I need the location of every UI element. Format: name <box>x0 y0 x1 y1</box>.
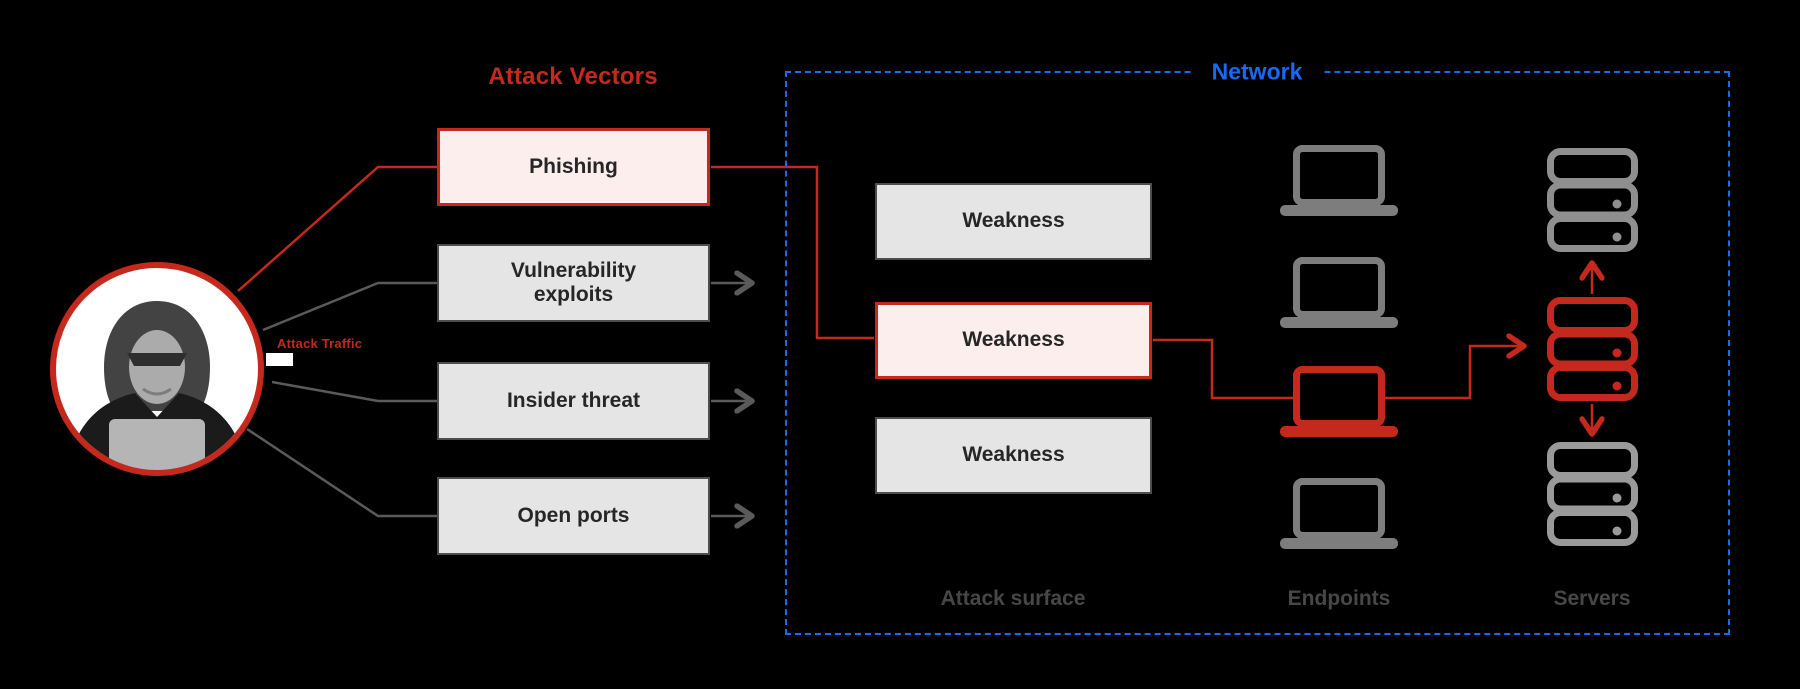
endpoint-laptop-3-compromised <box>1280 366 1398 438</box>
attack-traffic-label: Attack Traffic <box>277 336 363 351</box>
weakness-box-1: Weakness <box>875 183 1152 260</box>
vector-box-phishing-label: Phishing <box>529 154 618 178</box>
connector-attacker-vuln <box>262 281 437 332</box>
vector-box-open-ports: Open ports <box>437 477 710 555</box>
laptop-icon <box>1280 257 1398 328</box>
vector-box-vulnerability-exploits: Vulnerability exploits <box>437 244 710 322</box>
endpoint-laptop-4 <box>1280 478 1398 550</box>
weakness-box-2: Weakness <box>875 302 1152 379</box>
server-icon-compromised <box>1547 297 1638 401</box>
column-label-attack-surface: Attack surface <box>940 587 1086 610</box>
laptop-icon <box>1280 145 1398 216</box>
laptop-icon <box>1280 478 1398 549</box>
hacker-avatar-icon <box>50 262 264 476</box>
server-1 <box>1547 148 1638 252</box>
network-title: Network <box>1191 58 1323 86</box>
column-label-servers: Servers <box>1553 587 1631 610</box>
attack-traffic-swatch <box>266 353 293 366</box>
vector-box-insider-threat-label: Insider threat <box>506 388 641 412</box>
weakness-box-2-label: Weakness <box>962 328 1065 352</box>
weakness-box-3-label: Weakness <box>962 443 1065 467</box>
server-icon <box>1547 148 1638 252</box>
laptop-icon-compromised <box>1280 366 1398 437</box>
connector-attacker-ports <box>246 427 437 518</box>
attack-vectors-title: Attack Vectors <box>488 63 658 90</box>
vector-box-vulnerability-exploits-label: Vulnerability exploits <box>510 258 637 306</box>
weakness-box-1-label: Weakness <box>962 209 1065 233</box>
server-icon <box>1547 442 1638 546</box>
weakness-box-3: Weakness <box>875 417 1152 494</box>
connector-attacker-insider <box>271 380 437 403</box>
endpoint-laptop-1 <box>1280 145 1398 217</box>
column-label-endpoints: Endpoints <box>1287 587 1391 610</box>
vector-box-phishing: Phishing <box>437 128 710 206</box>
server-3 <box>1547 442 1638 546</box>
server-2-compromised <box>1547 297 1638 401</box>
connector-attacker-phishing <box>237 165 437 292</box>
endpoint-laptop-2 <box>1280 257 1398 329</box>
hacker-avatar <box>49 261 265 477</box>
vector-box-insider-threat: Insider threat <box>437 362 710 440</box>
vector-box-open-ports-label: Open ports <box>517 503 630 527</box>
